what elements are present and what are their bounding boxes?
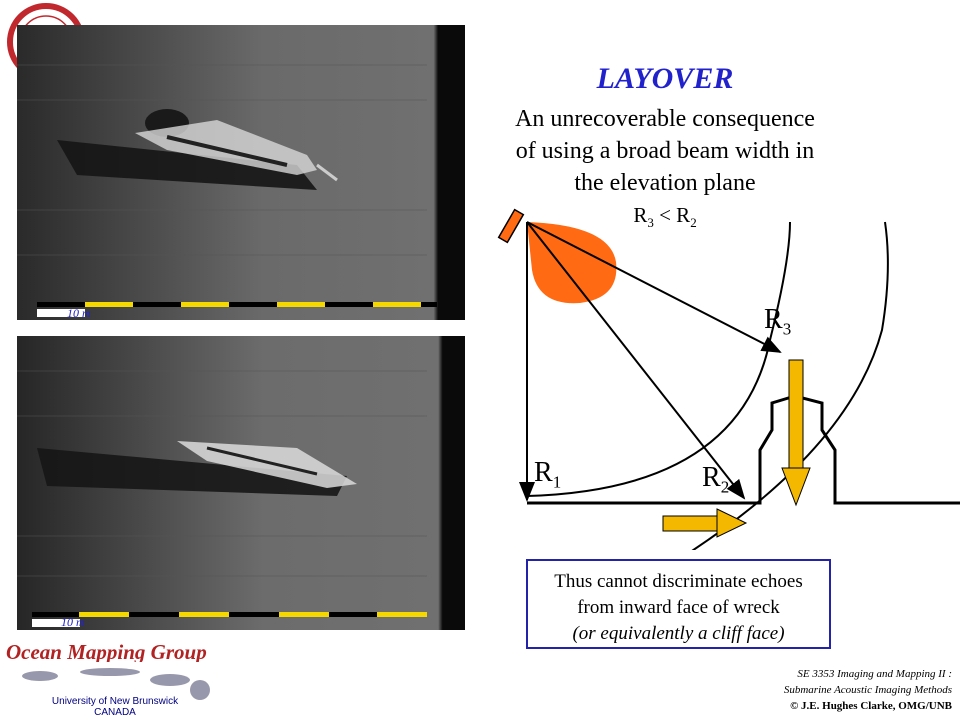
university-name: University of New Brunswick CANADA [51,696,179,718]
scale-label: 10 m [61,615,85,629]
seabed-profile [527,394,960,505]
sidescan-image-top: 10 m [17,25,465,320]
label-r3: R3 [764,304,792,339]
range-relation: R3 < R2 [633,203,697,231]
course-line: SE 3353 Imaging and Mapping II : [797,668,952,680]
label-r1: R1 [534,457,562,492]
layover-diagram [497,208,960,550]
course-footer: SE 3353 Imaging and Mapping II : Submari… [712,666,952,714]
caption-box: Thus cannot discriminate echoes from inw… [526,559,831,649]
right-arrow [662,508,748,538]
ray-r3 [526,221,782,353]
wavefront-inner [526,221,791,497]
subtitle-line: of using a broad beam width in [515,138,815,164]
caption-line: (or equivalently a cliff face) [572,623,785,644]
subtitle-line: the elevation plane [574,170,756,196]
ray-r2 [526,221,746,500]
caption-line: Thus cannot discriminate echoes [554,571,803,592]
slide-title: LAYOVER [596,62,734,95]
topic-line: Submarine Acoustic Imaging Methods [783,684,952,696]
sidescan-image-bottom: 10 m [17,336,465,630]
scale-bar [37,302,437,317]
group-name: Ocean Mapping Group [6,640,207,664]
caption-line: from inward face of wreck [577,597,780,618]
slide-subtitle: An unrecoverable consequence of using a … [480,103,850,239]
label-r2: R2 [702,462,730,497]
transducer-icon [497,208,525,244]
scale-bar [32,612,427,627]
unb-logo [10,662,220,702]
wavefront-outer [691,221,889,550]
copyright-line: © J.E. Hughes Clarke, OMG/UNB [790,700,952,712]
subtitle-line: An unrecoverable consequence [515,106,815,132]
beam-pattern [527,222,617,304]
down-arrow [781,359,811,507]
scale-label: 10 m [67,306,91,320]
